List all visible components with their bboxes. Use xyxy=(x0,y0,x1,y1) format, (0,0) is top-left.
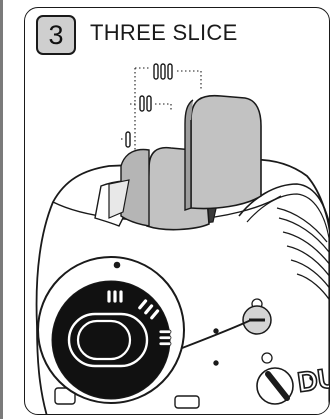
two-slice-marker xyxy=(140,96,151,111)
selector-dial-zoom xyxy=(38,257,184,403)
margin-rule xyxy=(0,0,3,419)
dial-position-dot xyxy=(114,262,121,269)
toaster-illustration: DU xyxy=(25,8,330,415)
instruction-panel: 3 THREE SLICE xyxy=(24,7,330,415)
dial-one-slice-mark xyxy=(159,330,171,346)
brand-lettering: DU xyxy=(296,362,330,398)
dial-three-slice-mark xyxy=(107,290,123,303)
three-slice-marker xyxy=(154,64,172,79)
slice-count-indicators xyxy=(126,64,172,147)
one-slice-marker xyxy=(126,132,130,147)
bread-slice-back xyxy=(185,96,261,210)
